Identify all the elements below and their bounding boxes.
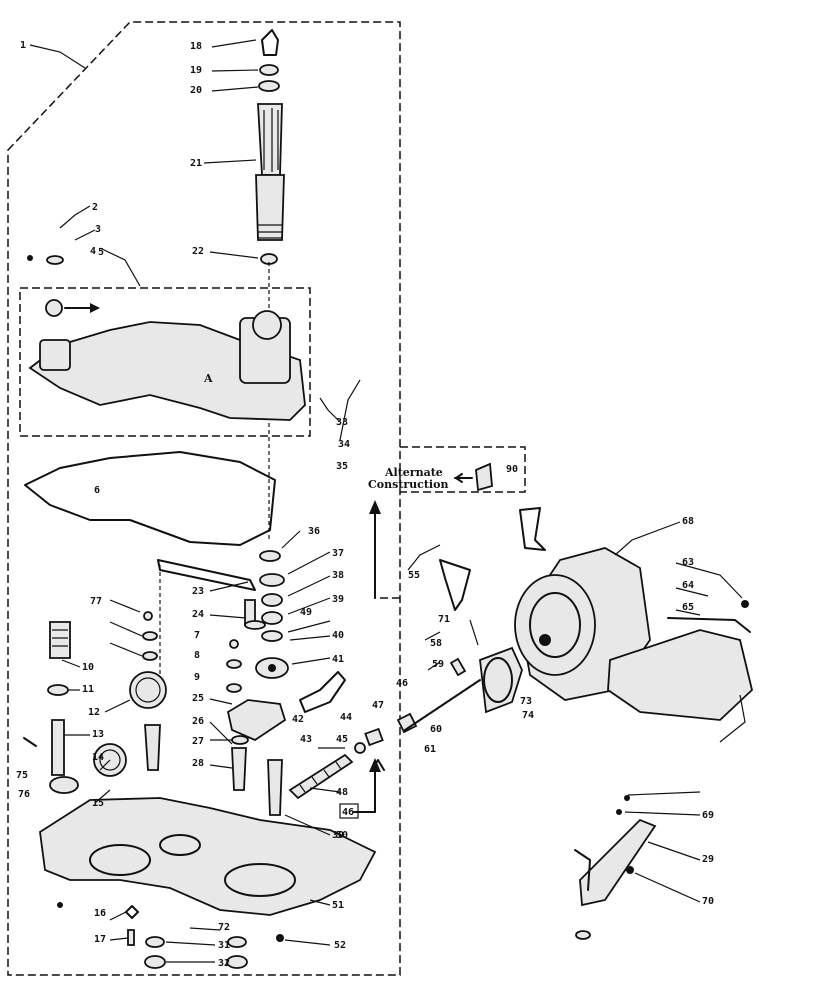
- part-label-36: 36: [308, 526, 320, 537]
- part-label-22: 22: [192, 246, 204, 257]
- direction-arrows: [64, 303, 381, 813]
- part-label-74: 74: [522, 710, 534, 721]
- part-label-35: 35: [336, 461, 348, 472]
- part-label-11: 11: [82, 684, 94, 695]
- part-label-30: 30: [332, 830, 344, 841]
- left-side-parts: [23, 621, 167, 794]
- part-label-55: 55: [408, 570, 420, 581]
- part-label-46: 46: [396, 678, 408, 689]
- part-label-48: 48: [336, 787, 348, 798]
- part-label-29: 29: [702, 854, 714, 865]
- part-label-14: 14: [92, 752, 104, 763]
- part-label-5: 5: [98, 247, 104, 258]
- part-label-31: 31: [218, 940, 230, 951]
- bracket-parts: [439, 507, 751, 940]
- part-label-33: 33: [336, 417, 348, 428]
- part-label-6: 6: [94, 485, 100, 496]
- part-label-24: 24: [192, 609, 204, 620]
- part-label-72: 72: [218, 922, 230, 933]
- part-label-61: 61: [424, 744, 436, 755]
- center-stack-parts: [255, 550, 289, 679]
- part-label-71: 71: [438, 614, 450, 625]
- part-label-38: 38: [332, 570, 344, 581]
- part-label-45: 45: [336, 734, 348, 745]
- leader-lines: [29, 39, 746, 963]
- part-label-42: 42: [292, 714, 304, 725]
- part-label-43: 43: [300, 734, 312, 745]
- part-label-68: 68: [682, 516, 694, 527]
- part-label-10: 10: [82, 662, 94, 673]
- boxed-ref-46: 46: [342, 807, 354, 818]
- part-label-27: 27: [192, 736, 204, 747]
- part-label-58: 58: [430, 638, 442, 649]
- part-label-69: 69: [702, 810, 714, 821]
- part-label-8: 8: [194, 650, 200, 661]
- part-label-60: 60: [430, 724, 442, 735]
- part-label-18: 18: [190, 41, 202, 52]
- callout-line-1: Alternate: [384, 466, 443, 479]
- part-label-59: 59: [432, 659, 444, 670]
- callout-line-2: Construction: [368, 478, 448, 491]
- part-label-9: 9: [194, 672, 200, 683]
- gear-case-cover: [27, 255, 306, 421]
- pump-parts: [288, 712, 418, 800]
- part-label-13: 13: [92, 729, 104, 740]
- part-label-73: 73: [520, 696, 532, 707]
- part-label-75: 75: [16, 770, 28, 781]
- part-label-64: 64: [682, 580, 694, 591]
- part-label-63: 63: [682, 557, 694, 568]
- part-label-32: 32: [218, 958, 230, 969]
- part-label-12: 12: [88, 707, 100, 718]
- part-label-19: 19: [190, 65, 202, 76]
- part-label-28: 28: [192, 758, 204, 769]
- part-label-34: 34: [338, 439, 350, 450]
- part-label-20: 20: [190, 85, 202, 96]
- part-label-4: 4: [90, 246, 96, 257]
- part-label-47: 47: [372, 700, 384, 711]
- boxed-references: 46: [339, 803, 359, 819]
- agitator-shaft-assembly: [255, 29, 285, 540]
- part-label-65: 65: [682, 602, 694, 613]
- motor-assembly: [404, 547, 753, 731]
- part-label-15: 15: [92, 798, 104, 809]
- alternate-construction-callout: Alternate Construction: [368, 466, 448, 491]
- part-label-7: 7: [194, 630, 200, 641]
- gasket: [24, 451, 276, 546]
- part-label-21: 21: [190, 158, 202, 169]
- part-label-52: 52: [334, 940, 346, 951]
- part-label-2: 2: [92, 202, 98, 213]
- part-label-25: 25: [192, 693, 204, 704]
- alternate-construction-part: [454, 462, 493, 492]
- part-label-39: 39: [332, 594, 344, 605]
- assembly-letter: A: [203, 372, 213, 385]
- part-label-26: 26: [192, 716, 204, 727]
- part-label-37: 37: [332, 548, 344, 559]
- part-label-16: 16: [94, 908, 106, 919]
- part-label-49: 49: [300, 607, 312, 618]
- part-label-76: 76: [18, 789, 30, 800]
- part-label-41: 41: [332, 654, 344, 665]
- part-label-90: 90: [506, 464, 518, 475]
- part-label-70: 70: [702, 896, 714, 907]
- part-label-44: 44: [340, 712, 352, 723]
- part-label-40: 40: [332, 630, 344, 641]
- part-label-51: 51: [332, 900, 344, 911]
- part-label-17: 17: [94, 934, 106, 945]
- part-label-50: 50: [336, 830, 348, 841]
- part-label-1: 1: [20, 40, 26, 51]
- transmission-case: [39, 797, 377, 942]
- part-label-23: 23: [192, 586, 204, 597]
- part-label-77: 77: [90, 596, 102, 607]
- linkage-parts: [142, 559, 346, 816]
- bottom-small-parts: [125, 905, 248, 969]
- part-label-3: 3: [95, 224, 101, 235]
